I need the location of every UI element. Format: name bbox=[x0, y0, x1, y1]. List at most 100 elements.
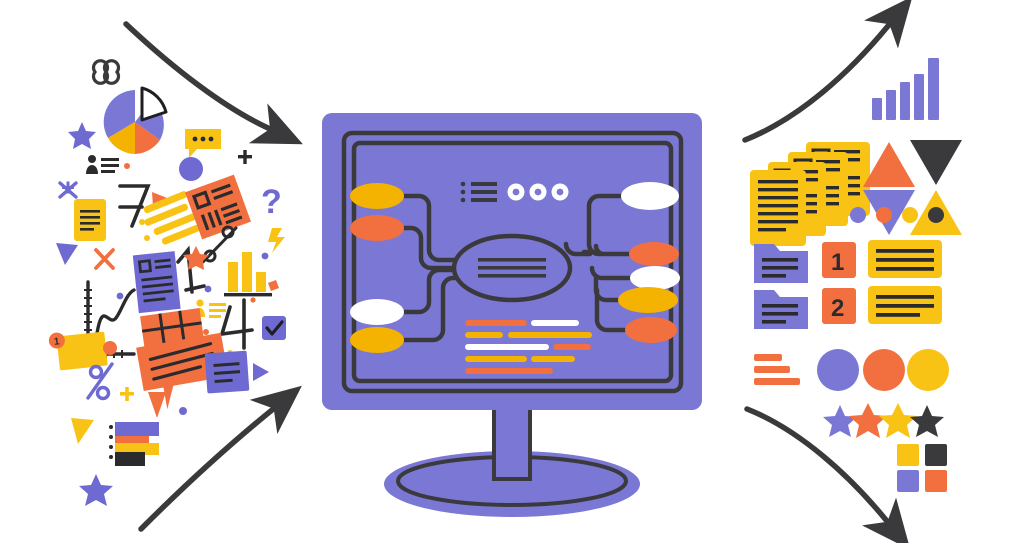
ring-dot-3[interactable] bbox=[551, 183, 569, 201]
screen-text-rows bbox=[465, 320, 592, 374]
text-bar bbox=[531, 320, 579, 326]
node-left-4[interactable] bbox=[350, 327, 404, 353]
badge-2 bbox=[822, 288, 856, 324]
mindmap-connectors bbox=[400, 193, 633, 343]
monitor-frame-outer bbox=[341, 130, 684, 394]
star-purple bbox=[823, 405, 857, 437]
bar-chart-yellow bbox=[224, 252, 272, 297]
triangle-yellow bbox=[71, 418, 94, 444]
text-bar bbox=[531, 356, 575, 362]
node-left-2[interactable] bbox=[350, 215, 404, 241]
badge-1 bbox=[822, 242, 856, 278]
monitor[interactable] bbox=[322, 113, 702, 517]
document-stack-yellow bbox=[750, 142, 870, 246]
dot-purple-5 bbox=[179, 407, 187, 415]
plus-purple bbox=[62, 181, 74, 194]
qr-card-orange bbox=[185, 174, 251, 240]
arrow-bottom-right-outward bbox=[744, 406, 911, 543]
folder-purple bbox=[754, 244, 808, 283]
percent-purple bbox=[86, 362, 114, 401]
stacked-bars bbox=[109, 422, 159, 466]
right-cluster: 1 2 bbox=[750, 58, 962, 492]
list-item[interactable]: 2 bbox=[754, 286, 942, 329]
dot-purple-4 bbox=[261, 252, 269, 260]
node-left-3[interactable] bbox=[350, 299, 404, 325]
star-yellow bbox=[879, 403, 917, 438]
node-right-1[interactable] bbox=[621, 182, 679, 210]
square-orange-small bbox=[268, 280, 279, 291]
dot-orange-4 bbox=[250, 297, 256, 303]
dot-purple-3 bbox=[204, 285, 212, 293]
ring-dot-1[interactable] bbox=[507, 183, 525, 201]
lines-orange bbox=[754, 354, 800, 385]
left-cluster: ? bbox=[48, 59, 286, 506]
text-bar bbox=[465, 320, 527, 326]
square-dark bbox=[925, 444, 947, 466]
node-left-1[interactable] bbox=[350, 183, 404, 209]
note-yellow bbox=[74, 199, 106, 241]
node-right-4[interactable] bbox=[618, 287, 678, 313]
dot-purple bbox=[850, 207, 866, 223]
circle-orange bbox=[863, 349, 905, 391]
node-right-3[interactable] bbox=[630, 266, 680, 290]
stars-row bbox=[823, 403, 944, 438]
dot-yellow bbox=[139, 219, 145, 225]
ring-dot-2[interactable] bbox=[529, 183, 547, 201]
list-item[interactable]: 1 bbox=[754, 240, 942, 283]
arrow-top-right-outward bbox=[742, 0, 913, 143]
star-purple-2 bbox=[79, 474, 113, 506]
arrow-bottom-left-inward bbox=[138, 385, 302, 532]
dot-purple-2 bbox=[116, 292, 124, 300]
dot-yellow-2 bbox=[144, 235, 150, 241]
star-dark bbox=[910, 405, 944, 437]
dot-orange bbox=[103, 341, 117, 355]
dot-orange bbox=[876, 207, 892, 223]
monitor-screen[interactable] bbox=[350, 181, 680, 374]
triangle-orange-2 bbox=[148, 392, 166, 418]
x-orange bbox=[94, 248, 115, 270]
text-bar bbox=[465, 368, 553, 374]
plus-yellow bbox=[120, 387, 134, 401]
circle-purple bbox=[817, 349, 859, 391]
monitor-stand bbox=[492, 403, 532, 481]
center-node[interactable] bbox=[451, 233, 573, 303]
node-right-2[interactable] bbox=[629, 242, 679, 266]
squares-grid bbox=[897, 444, 947, 492]
plus-black bbox=[238, 150, 252, 164]
circle-yellow bbox=[907, 349, 949, 391]
seven-glyph bbox=[118, 184, 151, 228]
star-orange bbox=[183, 246, 209, 270]
yellow-stripes bbox=[143, 191, 200, 245]
document-purple bbox=[132, 251, 181, 314]
dots-row bbox=[850, 207, 944, 223]
star-orange bbox=[849, 403, 887, 438]
play-triangle-purple bbox=[253, 363, 269, 381]
dot-dark bbox=[928, 207, 944, 223]
list-icon[interactable] bbox=[460, 181, 497, 203]
triangle-down-dark bbox=[910, 140, 962, 185]
checkbox-purple bbox=[262, 316, 286, 340]
node-right-5[interactable] bbox=[625, 317, 677, 343]
lightning-yellow bbox=[268, 228, 285, 253]
one-glyph bbox=[176, 245, 206, 294]
triangle-purple bbox=[56, 243, 78, 265]
square-orange bbox=[925, 470, 947, 492]
dot-orange-3 bbox=[124, 163, 130, 169]
text-bar bbox=[553, 344, 591, 350]
arrow-top-left-inward bbox=[123, 21, 303, 145]
square-purple bbox=[897, 470, 919, 492]
speech-bubble-orange bbox=[136, 332, 229, 410]
text-bar bbox=[465, 344, 549, 350]
dot-orange-2 bbox=[203, 329, 209, 335]
star-purple bbox=[68, 122, 96, 149]
infinity-symbol bbox=[91, 59, 121, 85]
folder-yellow: 1 bbox=[48, 331, 108, 371]
dot-yellow bbox=[902, 207, 918, 223]
bar-chart-purple bbox=[872, 58, 939, 120]
question-mark-purple: ? bbox=[261, 183, 282, 221]
person-list-icon bbox=[86, 155, 119, 174]
square-yellow bbox=[897, 444, 919, 466]
text-bar bbox=[465, 356, 527, 362]
